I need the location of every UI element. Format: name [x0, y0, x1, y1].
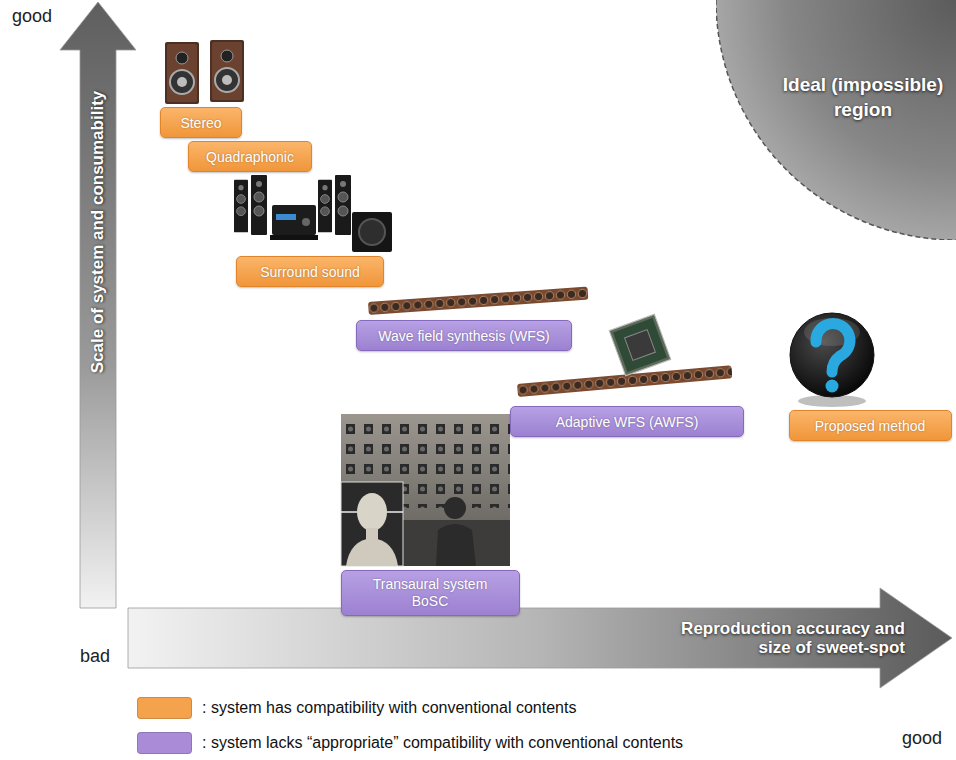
speaker-icon: [165, 40, 244, 104]
legend-swatch: [137, 732, 192, 754]
axis-end-label: bad: [80, 646, 110, 667]
axis-title: Reproduction accuracy and size of sweet-…: [648, 619, 905, 657]
system-box: Stereo: [160, 107, 242, 138]
system-box: Transaural system BoSC: [341, 570, 520, 616]
system-box: Quadraphonic: [188, 141, 312, 172]
legend-swatch: [137, 697, 192, 719]
speaker-array: [368, 287, 588, 315]
listening-room-photo: [341, 414, 510, 566]
system-box: Proposed method: [789, 410, 952, 441]
system-label: Adaptive WFS (AWFS): [556, 414, 699, 430]
axis-arrow: [60, 2, 136, 608]
processor-chip: [609, 314, 671, 376]
system-box: Adaptive WFS (AWFS): [510, 406, 744, 437]
surround-icon: [234, 175, 392, 252]
legend-row: : system has compatibility with conventi…: [137, 697, 576, 719]
system-label: Proposed method: [815, 418, 926, 434]
legend-label: : system lacks “appropriate” compatibili…: [202, 734, 683, 752]
region-border: [716, 0, 956, 240]
axis-end-label: good: [902, 728, 942, 749]
axis-end-label: good: [12, 6, 52, 27]
system-box: Surround sound: [236, 256, 384, 287]
legend-row: : system lacks “appropriate” compatibili…: [137, 732, 683, 754]
system-label: Surround sound: [260, 264, 360, 280]
legend-label: : system has compatibility with conventi…: [202, 699, 576, 717]
ideal-region: Ideal (impossible) region: [716, 0, 956, 240]
region-label: Ideal (impossible) region: [774, 72, 952, 122]
question-icon: [790, 313, 874, 407]
system-label: Quadraphonic: [206, 149, 294, 165]
region-fill: [716, 0, 956, 240]
system-label: Wave field synthesis (WFS): [378, 328, 549, 344]
system-label: Stereo: [180, 115, 221, 131]
axis-title: Scale of system and consumability: [88, 91, 108, 373]
axis-arrow: [128, 588, 952, 688]
system-label: Transaural system BoSC: [364, 576, 497, 610]
system-box: Wave field synthesis (WFS): [356, 320, 572, 351]
